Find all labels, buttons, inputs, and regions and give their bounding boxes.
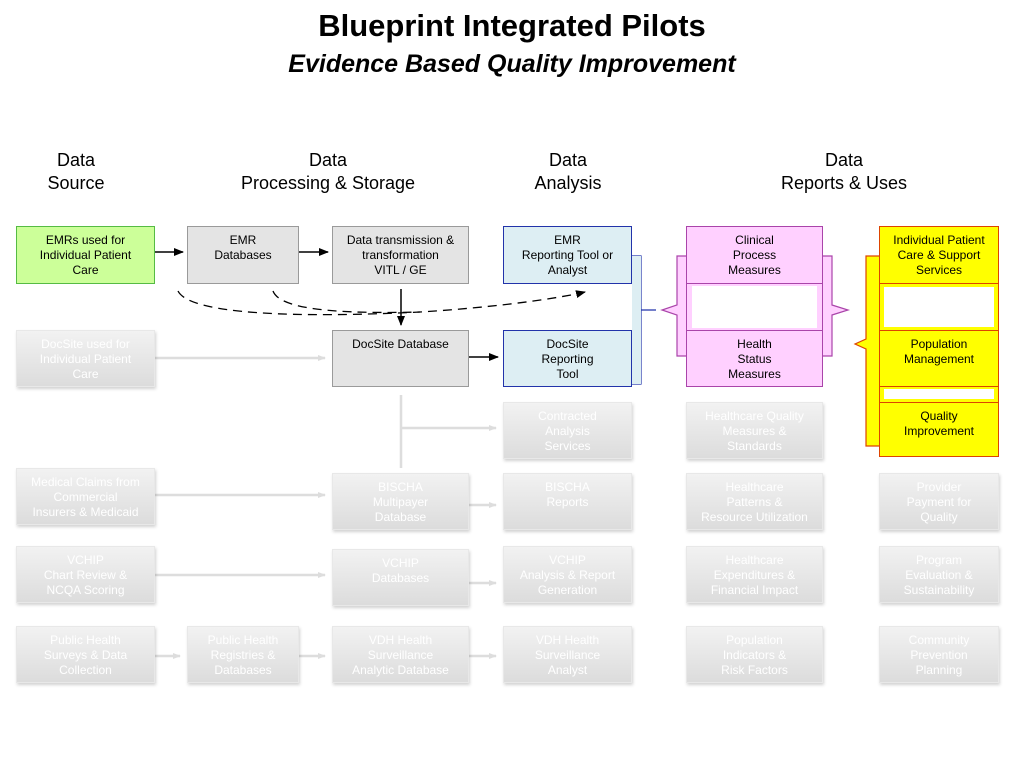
dashed-branch xyxy=(272,290,421,314)
dashed-arrow-to-emr-tool xyxy=(177,290,586,316)
bracket-analysis-fill xyxy=(632,256,641,384)
yellow-connector-1-inner xyxy=(884,287,994,327)
page-subtitle: Evidence Based Quality Improvement xyxy=(288,50,736,78)
brace-yellow xyxy=(853,255,879,447)
brace-pink-left xyxy=(660,255,686,357)
pink-connector-inner xyxy=(692,286,817,328)
brace-pink-right xyxy=(823,255,851,357)
box-docsite-database: DocSite Database xyxy=(332,330,469,387)
yellow-connector-2-inner xyxy=(884,389,994,399)
page-title: Blueprint Integrated Pilots xyxy=(318,8,706,43)
